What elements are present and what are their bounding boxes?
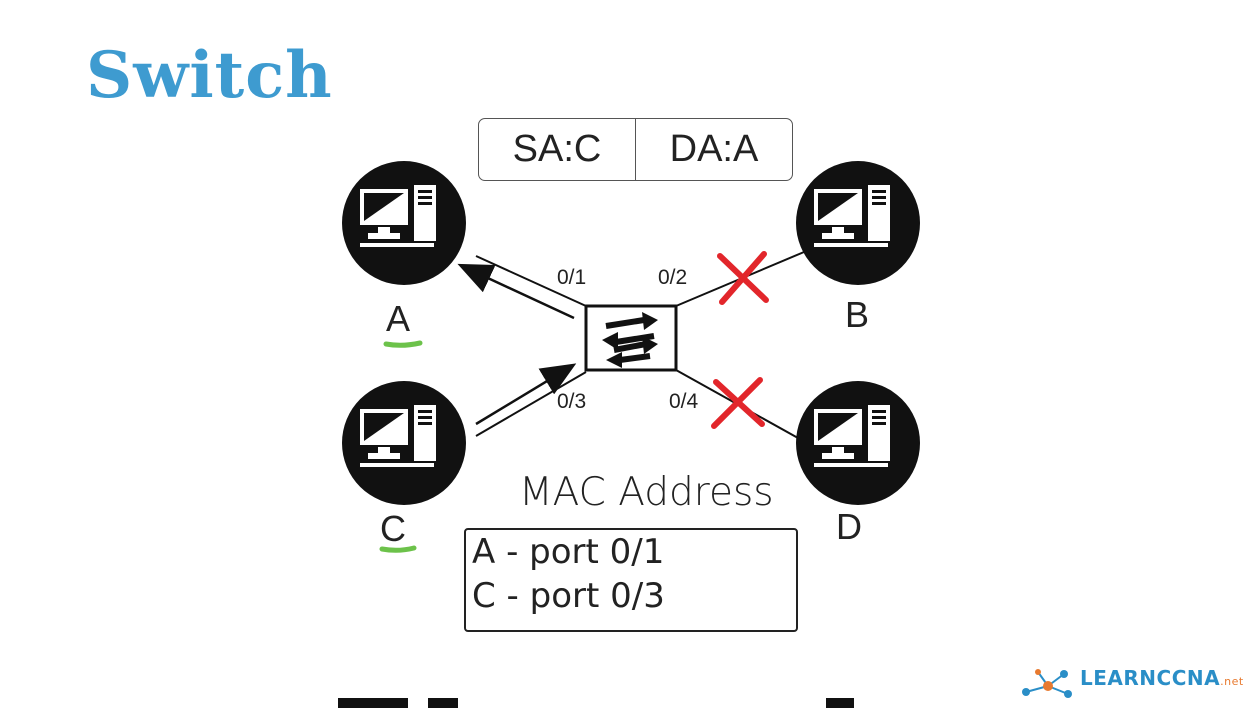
link-c-arrow (475, 363, 577, 426)
cutoff-text-fragment (428, 698, 458, 708)
mac-table-row: A - port 0/1 (472, 532, 665, 572)
destination-address: DA:A (635, 119, 792, 180)
switch-icon (584, 304, 678, 372)
blocked-d-icon (711, 377, 765, 429)
link-a-arrow (457, 263, 575, 320)
frame-header: SA:C DA:A (478, 118, 793, 181)
host-a-label: A (386, 298, 411, 339)
page-title: Switch (86, 38, 333, 113)
computer-b-icon (796, 161, 920, 285)
port-0-3-label: 0/3 (557, 390, 587, 413)
source-address: SA:C (512, 128, 602, 170)
logo: LEARNCCNA.net (1018, 666, 1244, 690)
computer-c-icon (342, 381, 466, 505)
port-0-4-label: 0/4 (669, 390, 699, 413)
computer-a-icon (342, 161, 466, 285)
host-c-label: C (380, 508, 406, 549)
logo-text: LEARNCCNA.net (1080, 666, 1244, 690)
port-0-1-label: 0/1 (557, 266, 587, 289)
logo-icon (1022, 669, 1072, 698)
link-a (475, 255, 587, 307)
computer-d-icon (796, 381, 920, 505)
port-0-2-label: 0/2 (658, 266, 688, 289)
cutoff-text-fragment (338, 698, 408, 708)
highlight-c (379, 545, 417, 553)
mac-address-table: A - port 0/1 C - port 0/3 (464, 528, 798, 632)
mac-table-row: C - port 0/3 (472, 576, 665, 616)
host-d-label: D (836, 506, 862, 547)
link-c (475, 371, 587, 437)
cutoff-text-fragment (826, 698, 854, 708)
host-b-label: B (845, 294, 870, 335)
mac-table-title: MAC Address (519, 470, 774, 515)
blocked-b-icon (717, 251, 769, 305)
highlight-a (383, 340, 423, 348)
logo-suffix: .net (1220, 675, 1244, 688)
